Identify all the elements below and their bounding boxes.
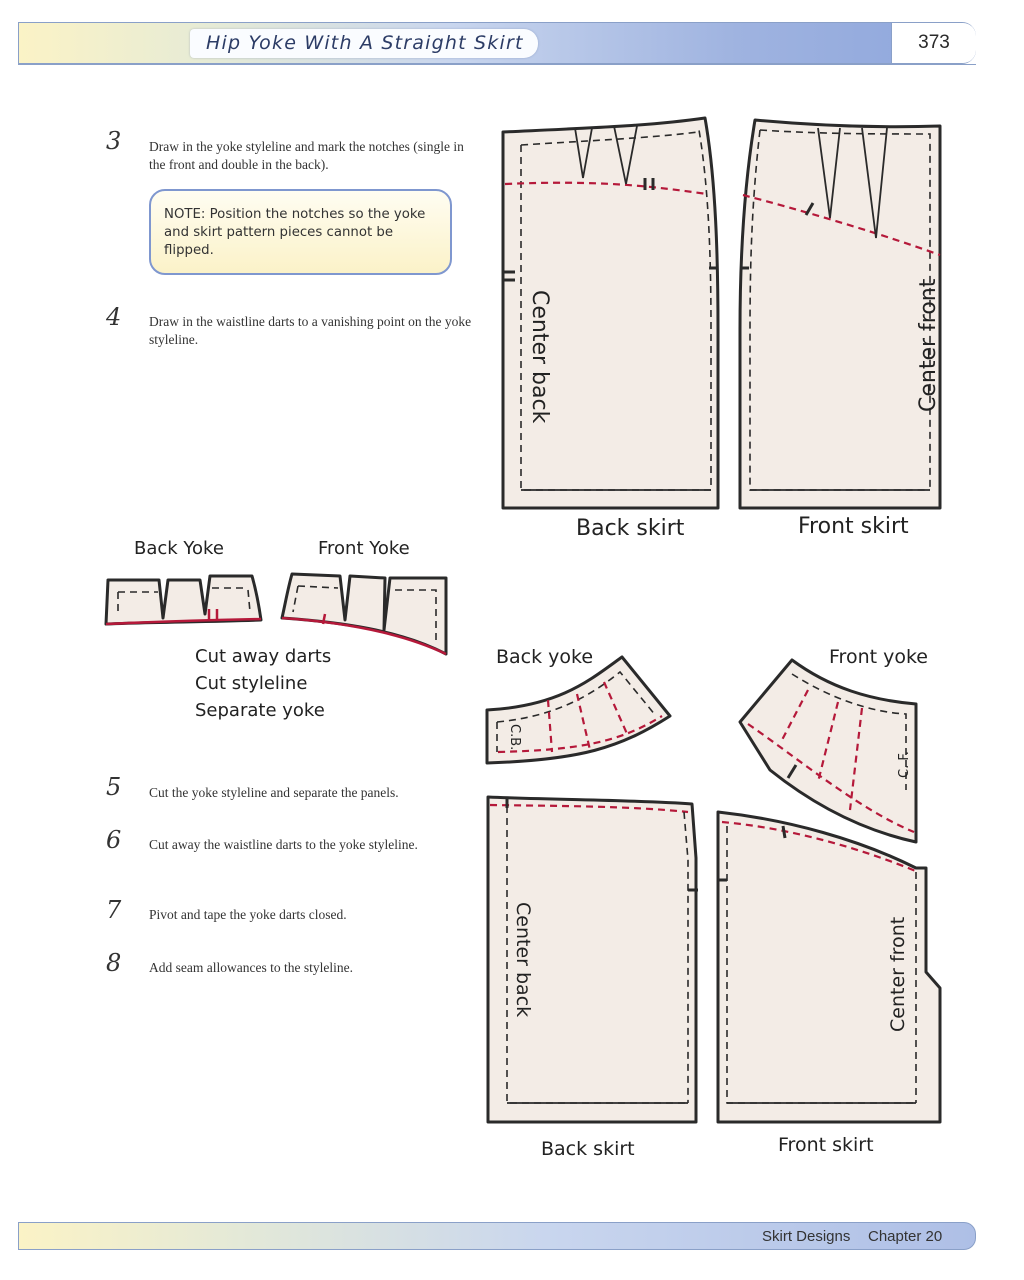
front-skirt-caption-top: Front skirt <box>798 514 909 539</box>
page-title: Hip Yoke With A Straight Skirt <box>190 29 538 58</box>
center-back-label-bottom: Center back <box>512 902 534 1018</box>
front-skirt-pattern-bottom <box>716 810 942 1124</box>
front-skirt-caption-bottom: Front skirt <box>778 1134 874 1156</box>
back-skirt-pattern-bottom <box>486 795 698 1124</box>
back-skirt-caption-top: Back skirt <box>576 516 685 541</box>
front-skirt-pattern-top <box>738 118 942 510</box>
yoke-instructions: Cut away darts Cut styleline Separate yo… <box>195 643 331 724</box>
center-front-label-top: Center front <box>916 278 941 412</box>
center-back-label-top: Center back <box>527 290 552 424</box>
back-skirt-pattern-top <box>501 116 720 510</box>
header-divider <box>18 64 976 65</box>
front-yoke-title: Front Yoke <box>318 538 410 559</box>
step-7-text: Pivot and tape the yoke darts closed. <box>149 907 347 922</box>
page-number: 373 <box>891 23 976 63</box>
step-8-text: Add seam allowances to the styleline. <box>149 960 353 975</box>
step-4-number: 4 <box>106 303 122 331</box>
instruction-cut-darts: Cut away darts <box>195 646 332 667</box>
back-yoke-darts <box>104 574 263 626</box>
note-box: NOTE: Position the notches so the yoke a… <box>149 189 452 275</box>
instruction-cut-styleline: Cut styleline <box>195 673 308 694</box>
footer-section: Skirt Designs <box>762 1228 851 1245</box>
step-7-number: 7 <box>106 896 122 924</box>
center-front-label-bottom: Center front <box>887 916 909 1032</box>
step-4-text: Draw in the waistline darts to a vanishi… <box>149 314 472 347</box>
cb-label: C.B. <box>507 724 522 751</box>
footer-bar <box>18 1222 976 1250</box>
step-5-number: 5 <box>106 773 122 801</box>
instruction-separate-yoke: Separate yoke <box>195 700 325 721</box>
back-yoke-title: Back Yoke <box>134 538 224 559</box>
step-6-text: Cut away the waistline darts to the yoke… <box>149 837 418 852</box>
cf-label: C. F. <box>897 751 912 778</box>
front-yoke-darts <box>280 572 448 656</box>
back-skirt-caption-bottom: Back skirt <box>541 1138 635 1160</box>
step-5-text: Cut the yoke styleline and separate the … <box>149 785 399 800</box>
front-yoke-label: Front yoke <box>829 646 928 668</box>
back-yoke-pattern <box>485 655 672 765</box>
note-text: NOTE: Position the notches so the yoke a… <box>164 207 426 258</box>
footer-chapter: Chapter 20 <box>868 1228 943 1245</box>
front-yoke-pattern <box>738 658 918 844</box>
back-yoke-label: Back yoke <box>496 646 594 668</box>
step-6-number: 6 <box>106 826 122 854</box>
step-3-number: 3 <box>106 127 122 155</box>
step-8-number: 8 <box>106 949 122 977</box>
step-3-text: Draw in the yoke styleline and mark the … <box>149 139 464 172</box>
